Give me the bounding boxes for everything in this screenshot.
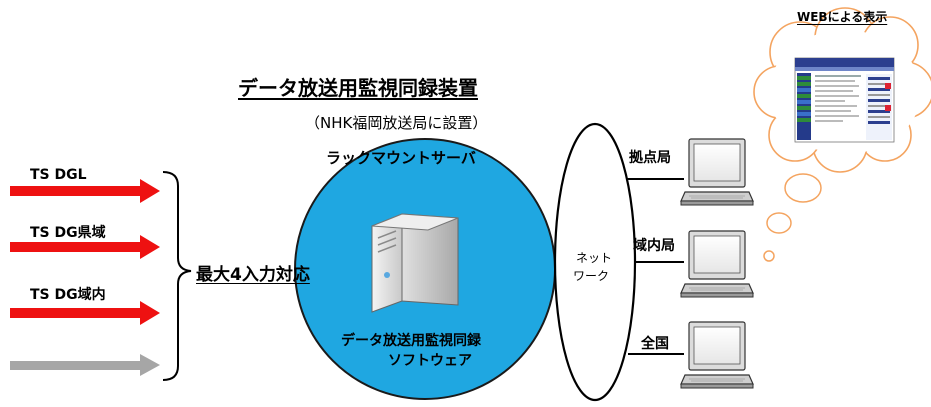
input-label-dg-prefecture: TS DG県域 — [30, 225, 106, 241]
web-display-label: WEBによる表示 — [797, 10, 888, 24]
laptop-icon — [680, 230, 754, 298]
network-label-line1: ネット — [576, 251, 613, 265]
input-arrow-spare — [10, 354, 160, 376]
terminal-label-base-station: 拠点局 — [629, 150, 671, 166]
server-label: ラックマウントサーバ — [326, 149, 476, 167]
network-label-line2: ワーク — [573, 269, 610, 283]
software-label-line2: ソフトウェア — [388, 353, 472, 369]
input-arrow-1 — [10, 179, 160, 203]
thought-bubble-large — [784, 173, 822, 203]
input-brace — [162, 171, 192, 381]
server-icon — [371, 213, 459, 313]
input-label-dg-local: TS DG域内 — [30, 287, 106, 303]
input-arrow-3 — [10, 301, 160, 325]
terminal-label-local-station: 域内局 — [633, 238, 675, 254]
input-arrow-2 — [10, 235, 160, 259]
diagram-title: データ放送用監視同録装置 — [238, 76, 478, 100]
laptop-icon — [680, 138, 754, 206]
thought-bubble-medium — [766, 212, 792, 234]
web-screenshot-thumbnail — [794, 57, 895, 143]
laptop-icon — [680, 321, 754, 389]
input-capacity-label: 最大4入力対応 — [196, 265, 310, 285]
software-label-line1: データ放送用監視同録 — [341, 333, 481, 349]
terminal-label-nationwide: 全国 — [641, 336, 669, 352]
input-label-dgl: TS DGL — [30, 167, 87, 183]
diagram-subtitle: （NHK福岡放送局に設置） — [305, 114, 488, 132]
thought-bubble-small — [763, 250, 775, 262]
